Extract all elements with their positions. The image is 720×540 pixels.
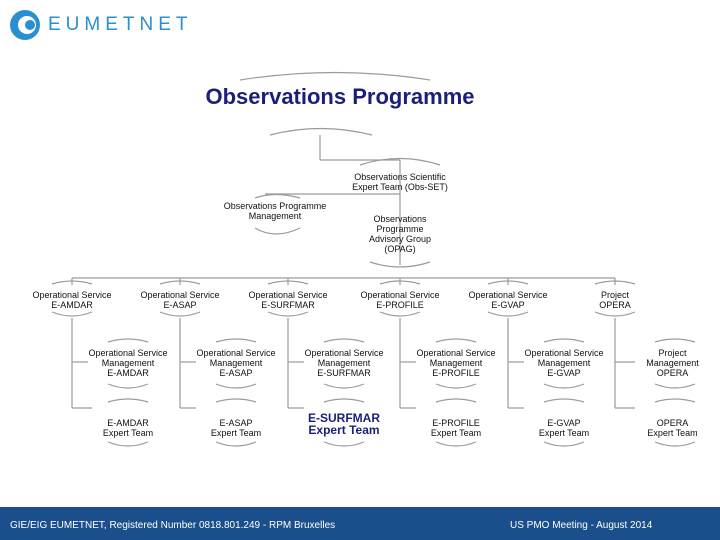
footer-bar: GIE/EIG EUMETNET, Registered Number 0818… <box>0 507 720 540</box>
eumetnet-logo-icon <box>10 10 40 40</box>
row3-node-amdar: E-AMDAR Expert Team <box>102 418 154 438</box>
row1-node-profile: Operational Service E-PROFILE <box>360 290 440 310</box>
footer-registration: GIE/EIG EUMETNET, Registered Number 0818… <box>10 520 336 531</box>
row1-node-asap: Operational Service E-ASAP <box>140 290 220 310</box>
page-title: Observations Programme <box>205 84 475 109</box>
row2-node-gvap: Operational Service Management E-GVAP <box>524 348 604 378</box>
obs-set-node: Observations Scientific Expert Team (Obs… <box>352 172 448 192</box>
row1-node-surfmar: Operational Service E-SURFMAR <box>248 290 328 310</box>
row1-node-gvap: Operational Service E-GVAP <box>468 290 548 310</box>
row3-node-opera: OPERA Expert Team <box>647 418 698 438</box>
row2-node-asap: Operational Service Management E-ASAP <box>196 348 276 378</box>
org-chart-connectors <box>51 71 696 447</box>
row3-node-gvap: E-GVAP Expert Team <box>538 418 590 438</box>
footer-meeting: US PMO Meeting - August 2014 <box>510 520 653 531</box>
row2-node-opera: Project Management OPERA <box>646 348 699 378</box>
row3-node-surfmar: E-SURFMAR Expert Team <box>308 411 380 437</box>
logo-text: EUMETNET <box>48 14 193 35</box>
eumetnet-logo: EUMETNET <box>8 8 188 42</box>
opag-node: Observations Programme Advisory Group (O… <box>368 214 432 254</box>
obs-programme-management-node: Observations Programme Management <box>223 201 327 221</box>
row3-node-asap: E-ASAP Expert Team <box>210 418 262 438</box>
row1-node-amdar: Operational Service E-AMDAR <box>32 290 112 310</box>
row2-node-profile: Operational Service Management E-PROFILE <box>416 348 496 378</box>
row1-node-opera: Project OPERA <box>599 290 631 310</box>
row3-node-profile: E-PROFILE Expert Team <box>430 418 482 438</box>
row2-node-surfmar: Operational Service Management E-SURFMAR <box>304 348 384 378</box>
row2-node-amdar: Operational Service Management E-AMDAR <box>88 348 168 378</box>
